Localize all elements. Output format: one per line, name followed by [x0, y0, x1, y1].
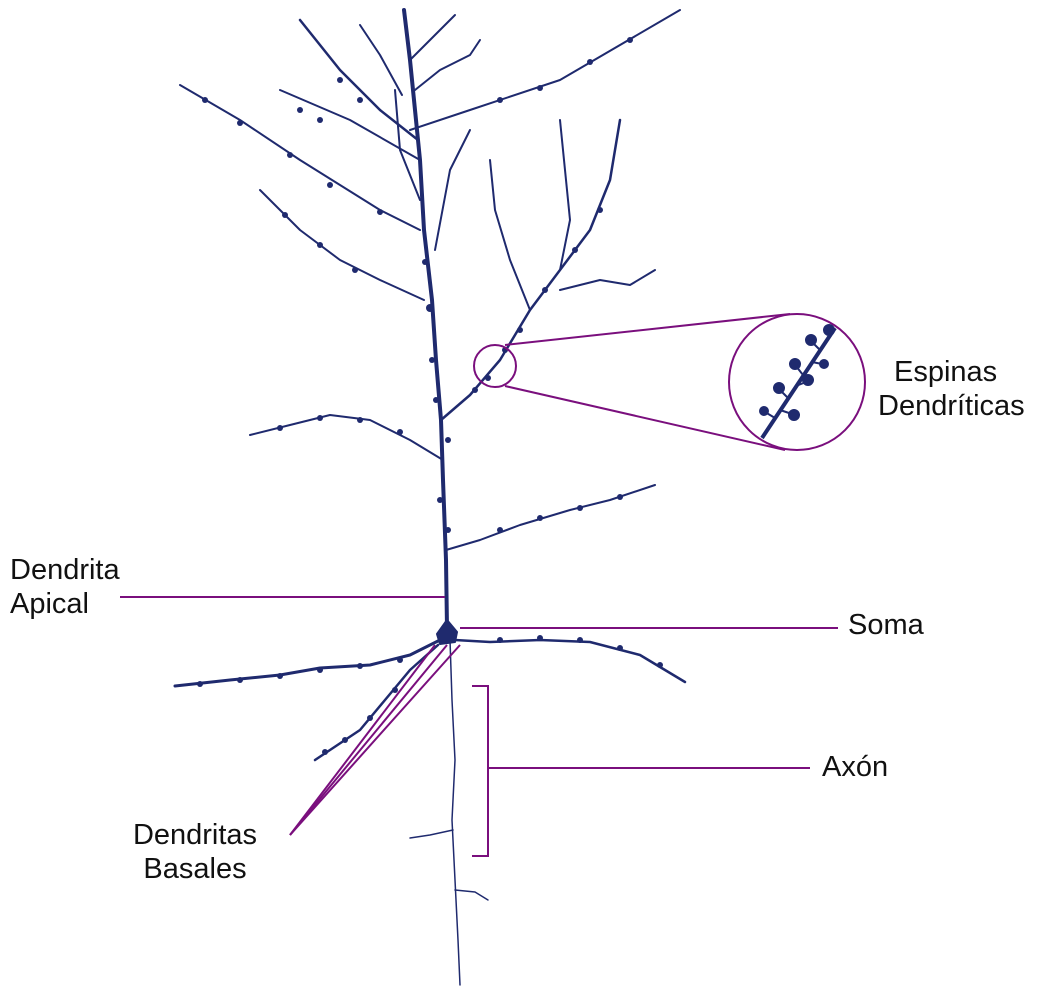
apical-tuft-branch [435, 130, 470, 250]
apical-tuft-branch [300, 20, 418, 140]
label-line: Dendritas [105, 818, 285, 852]
oblique-dendrite [560, 270, 655, 290]
axon [450, 640, 460, 985]
apical-tuft-branch [360, 25, 402, 95]
dendritic-spines [197, 37, 663, 755]
label-soma: Soma [848, 608, 924, 642]
label-axon: Axón [822, 750, 888, 784]
label-line: Apical [10, 587, 120, 621]
apical-tuft-branch [415, 40, 480, 90]
basal-leader-line [290, 645, 460, 835]
spine-zoom-connector [505, 386, 785, 450]
label-espinas-dendriticas: Espinas Dendríticas [878, 355, 1025, 423]
apical-tuft-branch [180, 85, 420, 230]
basal-dendrite [455, 640, 685, 682]
axon-collateral [410, 830, 453, 838]
oblique-dendrite [560, 120, 570, 270]
spine-zoom-inset [760, 325, 835, 438]
label-line: Dendrita [10, 553, 120, 587]
apical-tuft-branch [410, 10, 680, 130]
apical-tuft-branch [410, 15, 455, 60]
oblique-dendrite [490, 160, 530, 310]
label-dendrita-apical: Dendrita Apical [10, 553, 120, 621]
apical-tuft-branch [260, 190, 424, 300]
spine-zoom-connector [505, 314, 790, 345]
basal-leader-line [290, 645, 435, 835]
apical-dendrite-trunk [404, 10, 447, 628]
callouts [120, 314, 865, 856]
axon-collateral [455, 890, 488, 900]
label-dendritas-basales: Dendritas Basales [105, 818, 285, 886]
label-line: Axón [822, 750, 888, 784]
label-line: Espinas [878, 355, 1025, 389]
soma [437, 620, 457, 644]
label-line: Soma [848, 608, 924, 642]
zoomed-dendrite [762, 328, 835, 438]
axon-bracket [472, 686, 488, 856]
label-line: Dendríticas [878, 389, 1025, 423]
basal-leader-line [290, 645, 447, 835]
label-line: Basales [105, 852, 285, 886]
zoomed-spines [760, 325, 834, 420]
oblique-dendrite [250, 415, 443, 460]
oblique-dendrite [441, 120, 620, 420]
oblique-dendrite [446, 485, 655, 550]
basal-dendrite [175, 640, 440, 686]
